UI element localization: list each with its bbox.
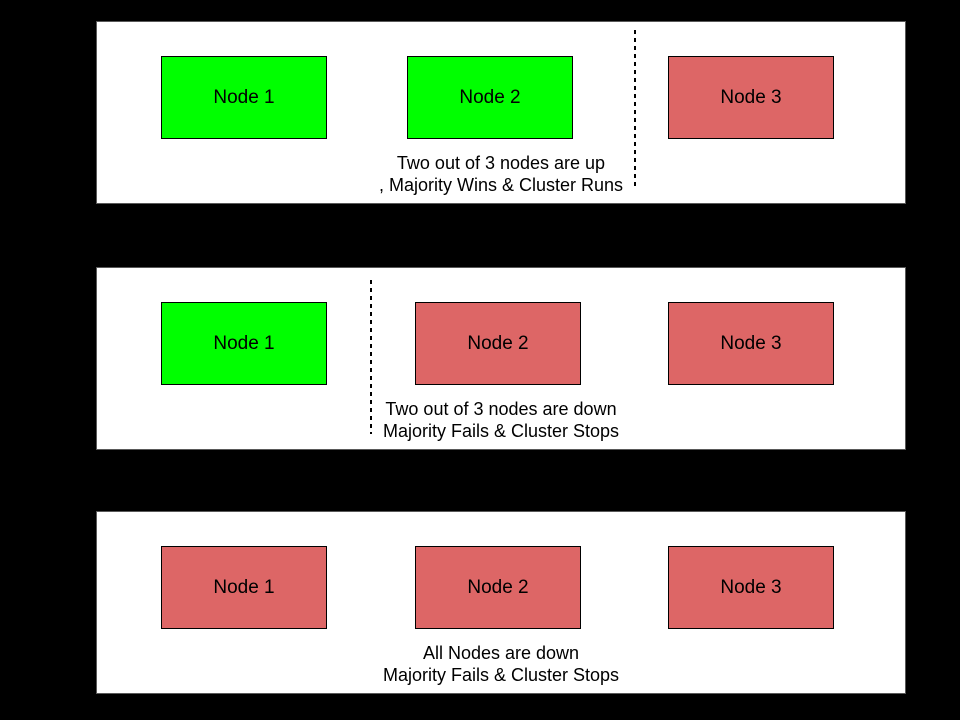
- panel-caption: Two out of 3 nodes are up , Majority Win…: [97, 152, 905, 196]
- caption-line-1: Two out of 3 nodes are down: [385, 399, 617, 419]
- node-3-label: Node 3: [720, 576, 782, 598]
- panel-caption: Two out of 3 nodes are down Majority Fai…: [97, 398, 905, 442]
- caption-line-1: All Nodes are down: [422, 643, 580, 663]
- node-1-label: Node 1: [213, 86, 275, 108]
- node-2-box: Node 2: [415, 546, 581, 629]
- node-2-label: Node 2: [467, 332, 529, 354]
- node-2-label: Node 2: [459, 86, 521, 108]
- panel-all-nodes-down: Node 1 Node 2 Node 3 All Nodes are down …: [96, 511, 906, 694]
- partition-divider: [634, 30, 636, 189]
- node-2-box: Node 2: [407, 56, 573, 139]
- node-3-label: Node 3: [720, 332, 782, 354]
- node-2-box: Node 2: [415, 302, 581, 385]
- node-3-box: Node 3: [668, 546, 834, 629]
- node-1-label: Node 1: [213, 332, 275, 354]
- node-1-label: Node 1: [213, 576, 275, 598]
- node-3-box: Node 3: [668, 56, 834, 139]
- node-3-label: Node 3: [720, 86, 782, 108]
- panel-two-nodes-up: Node 1 Node 2 Node 3 Two out of 3 nodes …: [96, 21, 906, 204]
- caption-line-2: Majority Fails & Cluster Stops: [382, 421, 620, 441]
- node-3-box: Node 3: [668, 302, 834, 385]
- node-2-label: Node 2: [467, 576, 529, 598]
- node-1-box: Node 1: [161, 56, 327, 139]
- node-1-box: Node 1: [161, 546, 327, 629]
- partition-divider: [370, 280, 372, 434]
- caption-line-1: Two out of 3 nodes are up: [396, 153, 606, 173]
- node-1-box: Node 1: [161, 302, 327, 385]
- panel-caption: All Nodes are down Majority Fails & Clus…: [97, 642, 905, 686]
- caption-line-2: , Majority Wins & Cluster Runs: [378, 175, 624, 195]
- caption-line-2: Majority Fails & Cluster Stops: [382, 665, 620, 685]
- panel-two-nodes-down: Node 1 Node 2 Node 3 Two out of 3 nodes …: [96, 267, 906, 450]
